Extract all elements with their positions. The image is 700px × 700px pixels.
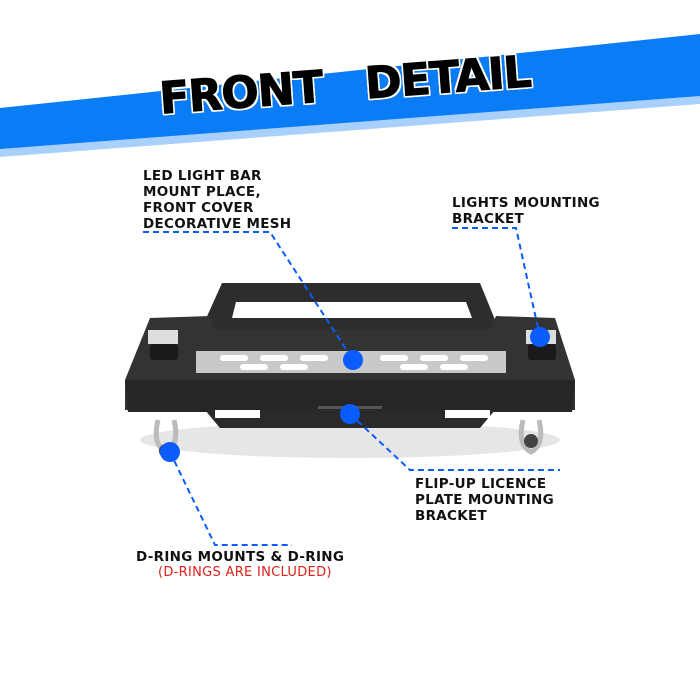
label-line: D-RING MOUNTS & D-RING: [136, 549, 345, 565]
callout-dot-lights: [530, 327, 550, 347]
label-line: FLIP-UP LICENCE: [415, 476, 547, 492]
label-line: LIGHTS MOUNTING: [452, 195, 600, 211]
callout-licence-label: FLIP-UP LICENCE PLATE MOUNTING BRACKET: [415, 476, 554, 524]
banner-shadow: [0, 95, 700, 157]
dring-note: (D-RINGS ARE INCLUDED): [158, 565, 332, 580]
callout-dot-dring: [160, 442, 180, 462]
label-line: FRONT COVER: [143, 200, 254, 216]
label-line: PLATE MOUNTING: [415, 492, 555, 508]
label-line: BRACKET: [415, 508, 488, 524]
label-line: DECORATIVE MESH: [143, 216, 292, 232]
label-line: LED LIGHT BAR: [143, 168, 262, 184]
callout-dot-licence: [340, 404, 360, 424]
callout-lines: [143, 227, 560, 546]
callout-dring-label: D-RING MOUNTS & D-RING (D-RINGS ARE INCL…: [136, 549, 344, 581]
bumper-illustration: [125, 283, 575, 458]
callout-mesh-label: LED LIGHT BAR MOUNT PLACE, FRONT COVER D…: [143, 168, 291, 232]
callout-dot-mesh: [343, 350, 363, 370]
label-line: BRACKET: [452, 211, 525, 227]
banner: [0, 34, 700, 149]
label-line: MOUNT PLACE,: [143, 184, 261, 200]
callout-lights-label: LIGHTS MOUNTING BRACKET: [452, 195, 600, 227]
